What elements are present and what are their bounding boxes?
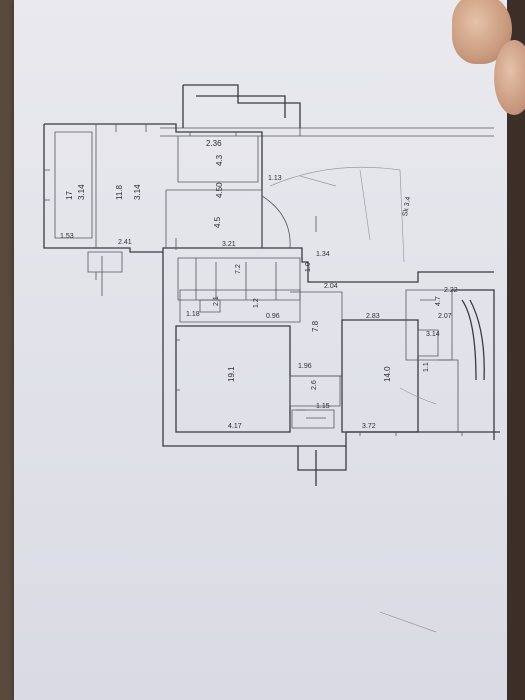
dim-8: 2.22: [444, 287, 458, 294]
right-balcony: [452, 289, 495, 440]
room-4-width: 4.50: [215, 182, 224, 198]
room-14: [438, 359, 459, 432]
top-balcony: [182, 84, 301, 128]
room-8-area: 1.0: [305, 262, 312, 272]
left-room-inner: [54, 131, 93, 239]
left-wall: [43, 124, 163, 253]
room-10-area: 7.8: [311, 320, 320, 332]
room-12: [341, 319, 419, 433]
bottom-entrance: [297, 446, 347, 486]
dim-6: 2.04: [324, 283, 338, 290]
room-13-area: 4.7: [435, 296, 442, 306]
dim-12: 3.72: [362, 423, 376, 430]
dim-2: 2.41: [118, 239, 132, 246]
window-ticks: [44, 124, 463, 436]
dim-3: 3.21: [222, 241, 236, 248]
room-3-width: 2.36: [206, 139, 222, 148]
pencil-mark-bottom: [379, 611, 437, 633]
dim-1: 1.53: [60, 233, 74, 240]
sketch-annotation: Sk 3.4: [402, 196, 412, 217]
room-3: [177, 136, 259, 183]
room-7-area: 1.2: [253, 298, 260, 308]
room-1-area: 17: [65, 191, 74, 200]
top-strip: [160, 127, 494, 137]
room-2-area: 11.8: [115, 184, 124, 200]
dim-13: 1.15: [316, 403, 330, 410]
dim-11: 4.17: [228, 423, 242, 430]
bath-row: [179, 289, 301, 323]
dim-14: 1.18: [186, 311, 200, 318]
dim-7: 2.83: [366, 313, 380, 320]
hand-finger: [494, 40, 525, 115]
room-9: [175, 325, 291, 433]
dim-4: 1.13: [268, 175, 282, 182]
room-14-area: 1.1: [423, 362, 430, 372]
room-3-area: 4.3: [215, 154, 224, 166]
room-6-area: 2.1: [213, 296, 220, 306]
room-4: [165, 189, 263, 248]
room-11: [289, 375, 341, 429]
room-13: [405, 289, 453, 361]
door-arc: [261, 195, 291, 249]
room-5-area: 7.2: [235, 264, 242, 274]
room-9-area: 19.1: [227, 366, 236, 382]
dim-5: 1.34: [316, 251, 330, 258]
entry-steps: [87, 251, 123, 280]
dim-10: 1.96: [298, 363, 312, 370]
room-2-width: 3.14: [133, 184, 142, 200]
room-1-width: 3.14: [77, 184, 86, 200]
room-4-area: 4.5: [213, 216, 222, 228]
corridor-line: [262, 247, 494, 283]
dim-16: 3.14: [426, 331, 440, 338]
background-edge: [507, 0, 525, 700]
dim-15: 0.96: [266, 313, 280, 320]
dim-lines: [101, 216, 436, 419]
room-11-area: 2.6: [311, 380, 318, 390]
left-outer-wall: [44, 123, 500, 447]
pencil-mark-right: [399, 387, 437, 405]
pencil-sketch: [269, 166, 405, 263]
room-12-area: 14.0: [383, 366, 392, 382]
paper-sheet: [14, 0, 510, 700]
dim-9: 2.07: [438, 313, 452, 320]
